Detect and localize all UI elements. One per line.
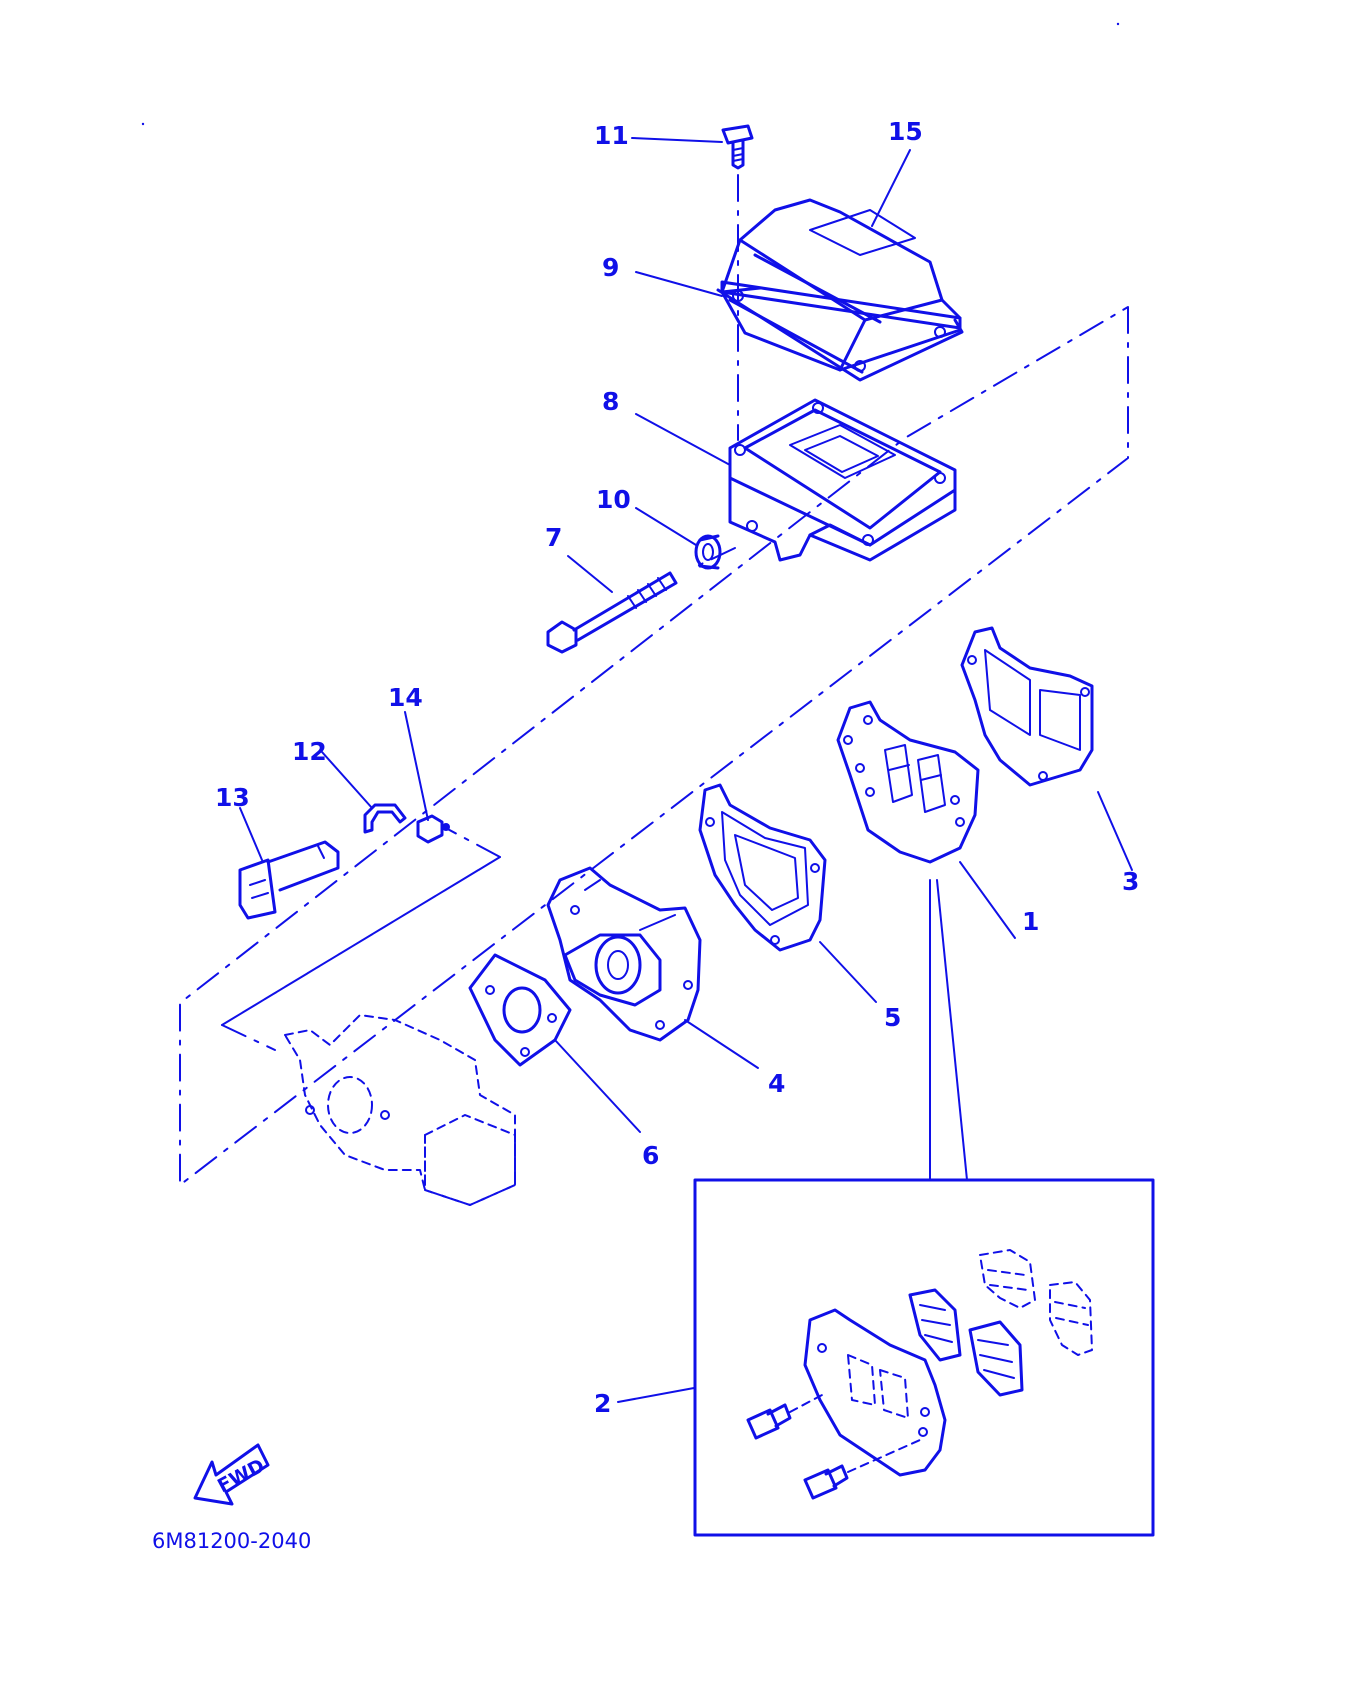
knob-part [238,840,340,920]
gasket-right-part [960,626,1094,787]
fwd-label: FWD [214,1455,268,1498]
holder-part [416,814,450,844]
part-label-1: 1 [1022,907,1039,936]
bolt-part [546,571,678,654]
assembly-outline [179,306,1129,1186]
part-label-6: 6 [642,1141,659,1170]
part-label-15: 15 [888,117,923,146]
gasket-part [716,288,964,382]
clip-part [363,803,407,834]
manifold-part [546,866,702,1042]
part-label-10: 10 [596,485,631,514]
part-label-14: 14 [388,683,423,712]
inset-box [693,879,1155,1537]
reed-valve-part [836,700,980,864]
part-label-3: 3 [1122,867,1139,896]
carburetor-reference [284,1014,516,1206]
grommet-part [694,534,722,570]
part-label-2: 2 [594,1389,611,1418]
reed-plate-part [803,1308,947,1477]
screw-part [721,124,754,441]
part-label-8: 8 [602,387,619,416]
small-gasket-part [468,953,572,1067]
reed-stopper-part [979,1249,1093,1356]
part-label-7: 7 [545,523,562,552]
reed-petal-part [908,1288,1024,1397]
cover-part [720,198,962,372]
part-label-13: 13 [215,783,250,812]
leader-lines [239,137,1133,1403]
part-label-12: 12 [292,737,327,766]
speck [141,122,145,126]
fwd-arrow-icon: FWD [193,1443,270,1506]
case-part [728,398,957,562]
reed-screw-part [746,1394,921,1500]
part-label-9: 9 [602,253,619,282]
part-label-11: 11 [594,121,629,150]
part-label-4: 4 [768,1069,785,1098]
part-label-5: 5 [884,1003,901,1032]
figure-code: 6M81200-2040 [152,1529,311,1553]
part-labels: 1 2 3 4 5 6 7 8 9 10 11 12 13 14 15 [215,117,1139,1418]
gasket-middle-part [698,783,827,952]
speck [1116,22,1120,26]
